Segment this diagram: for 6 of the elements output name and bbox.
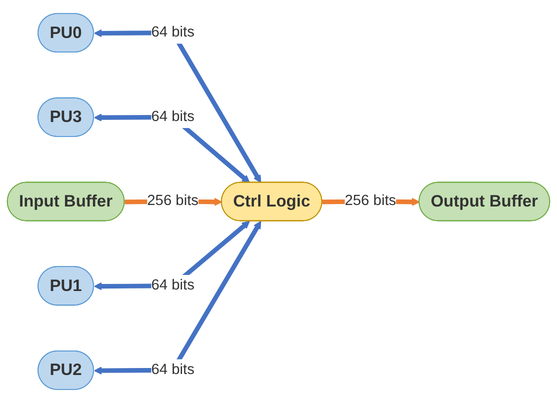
edge-label: 64 bits: [151, 278, 194, 294]
edge-label: 256 bits: [344, 193, 396, 209]
edge-label: 64 bits: [151, 362, 194, 378]
edge-label: 64 bits: [151, 24, 194, 40]
edge-label: 256 bits: [147, 193, 199, 209]
edge-label: 64 bits: [151, 108, 194, 124]
